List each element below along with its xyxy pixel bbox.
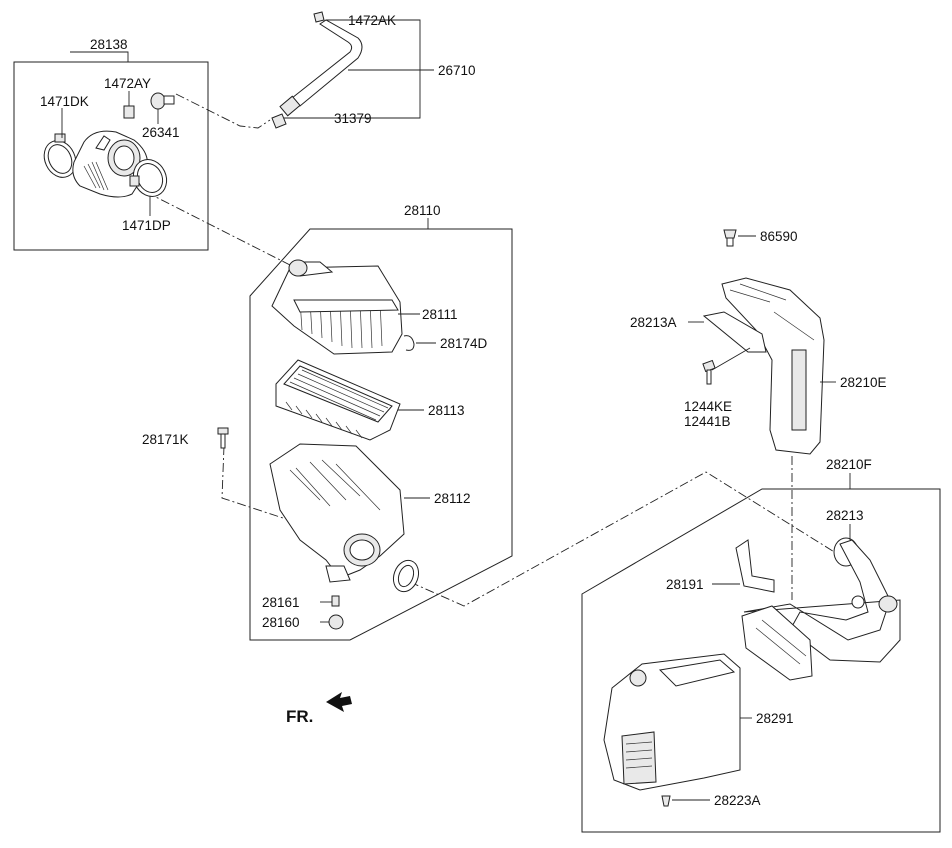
label-28112: 28112 — [434, 491, 471, 506]
label-26341: 26341 — [142, 125, 180, 140]
label-1244KE: 1244KE — [684, 399, 732, 414]
label-28291: 28291 — [756, 711, 794, 726]
group-box-28138 — [13, 51, 209, 251]
air-cleaner-cover-28111 — [271, 259, 403, 355]
label-26710: 26710 — [438, 63, 476, 78]
label-28213A: 28213A — [630, 315, 677, 330]
air-duct-28210E — [721, 277, 825, 455]
bracket-28213A — [688, 311, 767, 353]
hose-28191 — [735, 539, 775, 593]
label-1472AK: 1472AK — [348, 13, 396, 28]
label-28210F: 28210F — [826, 457, 872, 472]
label-28160: 28160 — [262, 615, 300, 630]
air-cleaner-body-28112 — [269, 443, 430, 583]
label-28213: 28213 — [826, 508, 864, 523]
bolt-1244KE — [702, 347, 751, 385]
label-31379: 31379 — [334, 111, 372, 126]
group-box-28110 — [249, 218, 513, 641]
intake-hose-assembly — [741, 539, 901, 681]
seal-ring-28112 — [392, 559, 420, 593]
clip-28174D — [403, 335, 436, 351]
screw-86590 — [723, 229, 756, 247]
label-28138: 28138 — [90, 37, 128, 52]
label-28223A: 28223A — [714, 793, 761, 808]
clip-1472AY — [123, 91, 135, 119]
resonator-28291 — [603, 653, 752, 791]
label-1472AY: 1472AY — [104, 76, 151, 91]
label-28110: 28110 — [404, 203, 441, 218]
grommet-28160 — [320, 614, 344, 630]
grommet-28161 — [320, 595, 340, 607]
sensor-26341 — [150, 92, 175, 124]
label-28113: 28113 — [428, 403, 465, 418]
front-direction-arrow-icon — [326, 692, 352, 712]
bolt-28171K — [217, 427, 229, 449]
clip-28223A — [661, 795, 710, 807]
air-filter-28113 — [275, 359, 401, 441]
label-1471DP: 1471DP — [122, 218, 171, 233]
label-28171K: 28171K — [142, 432, 189, 447]
clamp-1472AK — [313, 11, 325, 23]
label-28111: 28111 — [422, 307, 458, 322]
resonator-hose-part — [72, 130, 148, 198]
label-12441B: 12441B — [684, 414, 731, 429]
hose-clamp-1471DK — [43, 133, 77, 178]
group-box-28210F — [581, 473, 941, 833]
clamp-31379 — [271, 113, 287, 129]
front-direction-label: FR. — [286, 707, 313, 726]
breather-hose-26710 — [279, 19, 363, 117]
label-28210E: 28210E — [840, 375, 887, 390]
leader-bracket-breather — [284, 19, 421, 119]
label-28191: 28191 — [666, 577, 704, 592]
label-86590: 86590 — [760, 229, 798, 244]
label-28161: 28161 — [262, 595, 300, 610]
label-28174D: 28174D — [440, 336, 488, 351]
label-1471DK: 1471DK — [40, 94, 89, 109]
hose-clamp-1471DP — [129, 159, 168, 216]
